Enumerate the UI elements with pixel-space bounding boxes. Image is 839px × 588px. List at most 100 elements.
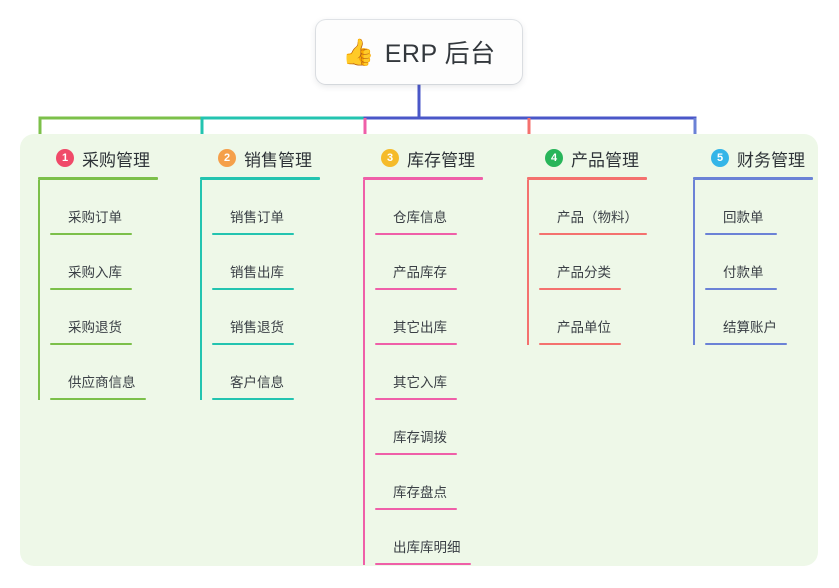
item-underline — [705, 233, 777, 235]
item-label: 产品（物料） — [557, 210, 638, 225]
item-label: 其它出库 — [393, 320, 447, 335]
item-connector — [693, 235, 695, 290]
branch-title: 采购管理 — [82, 150, 150, 170]
branch-item[interactable]: 供应商信息 — [38, 345, 158, 400]
branch-item[interactable]: 销售订单 — [200, 180, 320, 235]
branch-title: 销售管理 — [244, 150, 312, 170]
item-underline — [50, 233, 132, 235]
branch-items: 仓库信息产品库存其它出库其它入库库存调拨库存盘点出库库明细 — [363, 180, 483, 565]
item-label: 产品库存 — [393, 265, 447, 280]
branch-header-2[interactable]: 2 销售管理 — [200, 146, 320, 170]
branch-item[interactable]: 产品分类 — [527, 235, 647, 290]
item-label: 采购入库 — [68, 265, 122, 280]
item-label: 客户信息 — [230, 375, 284, 390]
branch-item[interactable]: 回款单 — [693, 180, 813, 235]
branch-items: 采购订单采购入库采购退货供应商信息 — [38, 180, 158, 400]
branch-badge-1: 1 — [56, 149, 74, 167]
item-connector — [527, 180, 529, 235]
item-label: 结算账户 — [723, 320, 777, 335]
item-label: 销售退货 — [230, 320, 284, 335]
branch-title: 库存管理 — [407, 150, 475, 170]
branch-item[interactable]: 产品库存 — [363, 235, 483, 290]
branch-item[interactable]: 库存调拨 — [363, 400, 483, 455]
branch-badge-5: 5 — [711, 149, 729, 167]
item-label: 库存调拨 — [393, 430, 447, 445]
branch-item[interactable]: 客户信息 — [200, 345, 320, 400]
branch-item[interactable]: 仓库信息 — [363, 180, 483, 235]
branch-badge-4: 4 — [545, 149, 563, 167]
item-underline — [375, 563, 471, 565]
branch-item[interactable]: 其它入库 — [363, 345, 483, 400]
branch-items: 回款单付款单结算账户 — [693, 180, 813, 345]
item-connector — [200, 290, 202, 345]
item-label: 产品分类 — [557, 265, 611, 280]
branch-underline — [527, 177, 647, 180]
item-underline — [539, 343, 621, 345]
item-connector — [363, 455, 365, 510]
item-connector — [38, 180, 40, 235]
item-connector — [363, 345, 365, 400]
branch-item[interactable]: 出库库明细 — [363, 510, 483, 565]
branch-items: 产品（物料） 产品分类产品单位 — [527, 180, 647, 345]
branch-item[interactable]: 销售退货 — [200, 290, 320, 345]
item-label: 仓库信息 — [393, 210, 447, 225]
item-underline — [375, 508, 457, 510]
branch-column-5: 5 财务管理回款单付款单结算账户 — [693, 146, 813, 345]
item-connector — [693, 180, 695, 235]
branch-item[interactable]: 库存盘点 — [363, 455, 483, 510]
item-label: 销售订单 — [230, 210, 284, 225]
item-connector — [363, 235, 365, 290]
branch-item[interactable]: 产品单位 — [527, 290, 647, 345]
item-label: 回款单 — [723, 210, 764, 225]
branch-item[interactable]: 结算账户 — [693, 290, 813, 345]
root-node[interactable]: 👍 ERP 后台 — [316, 20, 522, 84]
item-connector — [363, 400, 365, 455]
item-label: 采购退货 — [68, 320, 122, 335]
item-label: 产品单位 — [557, 320, 611, 335]
item-underline — [375, 233, 457, 235]
item-connector — [527, 235, 529, 290]
item-underline — [705, 288, 777, 290]
item-connector — [363, 290, 365, 345]
branch-header-5[interactable]: 5 财务管理 — [693, 146, 813, 170]
item-underline — [212, 398, 294, 400]
item-connector — [363, 180, 365, 235]
branch-column-1: 1 采购管理采购订单采购入库采购退货供应商信息 — [38, 146, 158, 400]
item-label: 付款单 — [723, 265, 764, 280]
item-underline — [705, 343, 787, 345]
item-connector — [38, 235, 40, 290]
item-underline — [212, 288, 294, 290]
branch-title: 财务管理 — [737, 150, 805, 170]
item-underline — [50, 288, 132, 290]
item-connector — [38, 290, 40, 345]
item-underline — [212, 233, 294, 235]
item-underline — [50, 343, 132, 345]
branch-underline — [693, 177, 813, 180]
branch-underline — [363, 177, 483, 180]
thumbs-up-icon: 👍 — [342, 37, 375, 67]
branch-item[interactable]: 销售出库 — [200, 235, 320, 290]
branch-item[interactable]: 采购退货 — [38, 290, 158, 345]
item-underline — [539, 233, 647, 235]
item-label: 采购订单 — [68, 210, 122, 225]
branches-panel — [20, 134, 818, 566]
item-connector — [200, 345, 202, 400]
item-underline — [375, 343, 457, 345]
branch-item[interactable]: 付款单 — [693, 235, 813, 290]
branch-item[interactable]: 其它出库 — [363, 290, 483, 345]
item-connector — [363, 510, 365, 565]
branch-item[interactable]: 采购订单 — [38, 180, 158, 235]
item-connector — [38, 345, 40, 400]
item-label: 出库库明细 — [393, 540, 461, 555]
branch-item[interactable]: 采购入库 — [38, 235, 158, 290]
item-label: 其它入库 — [393, 375, 447, 390]
branch-badge-2: 2 — [218, 149, 236, 167]
branch-column-2: 2 销售管理销售订单销售出库销售退货客户信息 — [200, 146, 320, 400]
branch-header-1[interactable]: 1 采购管理 — [38, 146, 158, 170]
branch-item[interactable]: 产品（物料） — [527, 180, 647, 235]
branch-underline — [38, 177, 158, 180]
